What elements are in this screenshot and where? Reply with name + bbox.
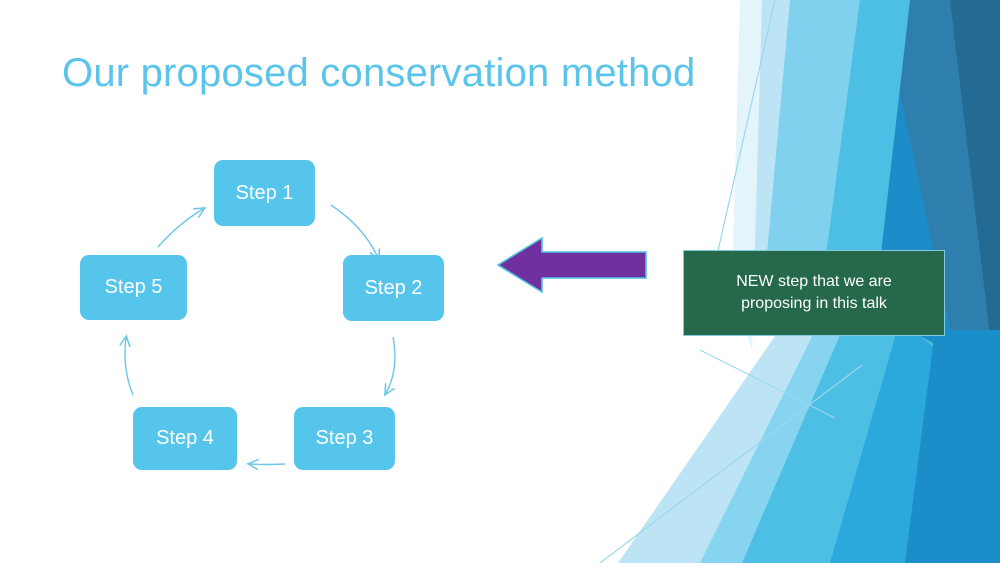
- decor-hairline-lower: [599, 364, 863, 563]
- step-label: Step 3: [315, 427, 374, 449]
- decor-shape-paleice-lower: [618, 300, 880, 563]
- callout-line-1: NEW step that we are: [736, 273, 892, 291]
- arrow-step1-to-step2: [330, 204, 378, 258]
- arrow-step4-to-step5: [125, 338, 134, 396]
- step-box-5[interactable]: Step 5: [80, 255, 187, 320]
- decor-shape-ocean-lower: [905, 330, 1000, 563]
- callout-line-2: proposing in this talk: [741, 295, 887, 312]
- new-step-callout-box[interactable]: NEW step that we are proposing in this t…: [683, 250, 945, 336]
- step-box-1[interactable]: Step 1: [214, 160, 315, 226]
- page-title: Our proposed conservation method: [62, 51, 696, 95]
- arrow-step3-to-step4: [250, 464, 286, 465]
- five-step-cycle-diagram: Step 1 Step 2 Step 3 Step 4 Step 5: [80, 160, 444, 563]
- decor-shape-azure-lower: [830, 320, 1000, 563]
- new-step-callout-text: NEW step that we are proposing in this t…: [722, 271, 906, 314]
- step-label: Step 4: [156, 427, 214, 449]
- left-pointing-block-arrow-icon: [496, 236, 647, 294]
- step-box-2[interactable]: Step 2: [343, 255, 444, 321]
- arrow-step5-to-step1: [157, 209, 203, 248]
- step-label: Step 5: [104, 276, 163, 298]
- step-label: Step 2: [364, 276, 423, 299]
- decor-shape-sky-lower: [700, 300, 905, 563]
- arrow-step2-to-step3: [386, 336, 396, 393]
- decor-shape-cyan-lower: [742, 300, 1000, 563]
- step-label: Step 1: [235, 181, 294, 204]
- step-box-3[interactable]: Step 3: [294, 407, 395, 470]
- step-box-4[interactable]: Step 4: [133, 407, 237, 470]
- decor-hairline-diagonal: [699, 349, 836, 419]
